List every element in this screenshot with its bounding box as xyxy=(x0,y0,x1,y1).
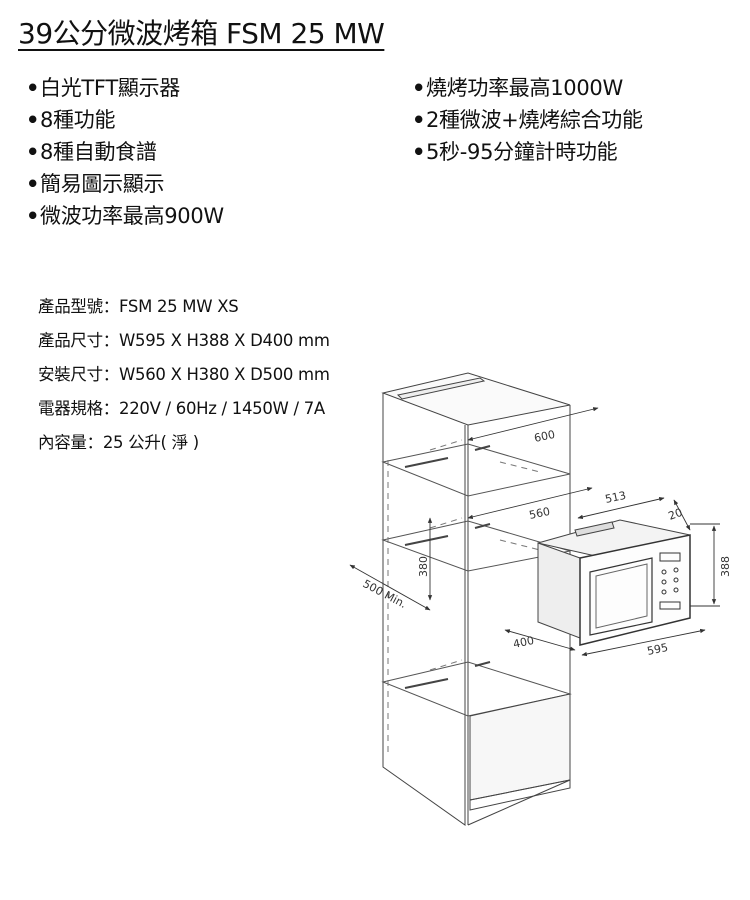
spec-capacity: 內容量：25 公升( 淨 ) xyxy=(38,426,330,460)
dim-label-400: 400 xyxy=(512,634,535,651)
microwave-display xyxy=(659,552,681,562)
cabinet-top-rail xyxy=(396,377,486,400)
spec-size: 產品尺寸：W595 X H388 X D400 mm xyxy=(38,324,330,358)
feature-item: •2種微波+燒烤綜合功能 xyxy=(412,104,643,136)
microwave-window xyxy=(589,557,653,636)
bullet: • xyxy=(412,140,426,164)
shelf-mid xyxy=(381,520,571,572)
installation-diagram: 600 560 513 20 380 388 500 Min. 400 595 xyxy=(349,372,732,826)
bullet: • xyxy=(412,108,426,132)
spec-value: W595 X H388 X D400 mm xyxy=(119,331,330,350)
feature-item: •8種功能 xyxy=(26,104,224,136)
spec-value: W560 X H380 X D500 mm xyxy=(119,365,330,384)
spec-label: 安裝尺寸： xyxy=(38,365,120,384)
feature-text: 2種微波+燒烤綜合功能 xyxy=(426,108,643,132)
bullet: • xyxy=(26,108,40,132)
spec-label: 產品型號： xyxy=(38,297,120,316)
feature-text: 微波功率最高900W xyxy=(40,204,224,228)
microwave-side xyxy=(537,542,581,639)
spec-label: 內容量： xyxy=(38,433,103,452)
feature-text: 白光TFT顯示器 xyxy=(40,76,180,100)
feature-list-left: •白光TFT顯示器 •8種功能 •8種自動食譜 •簡易圖示顯示 •微波功率最高9… xyxy=(26,72,224,232)
spec-value: FSM 25 MW XS xyxy=(119,297,239,316)
feature-item: •白光TFT顯示器 xyxy=(26,72,224,104)
feature-text: 燒烤功率最高1000W xyxy=(426,76,623,100)
spec-value: 220V / 60Hz / 1450W / 7A xyxy=(119,399,325,418)
cabinet-left-side xyxy=(382,393,466,826)
feature-text: 5秒-95分鐘計時功能 xyxy=(426,140,618,164)
feature-item: •5秒-95分鐘計時功能 xyxy=(412,136,643,168)
bullet: • xyxy=(26,204,40,228)
shelf-upper xyxy=(381,443,571,497)
feature-text: 簡易圖示顯示 xyxy=(40,172,165,196)
spec-install-size: 安裝尺寸：W560 X H380 X D500 mm xyxy=(38,358,330,392)
bullet: • xyxy=(412,76,426,100)
dim-label-380: 380 xyxy=(417,556,430,577)
spec-label: 產品尺寸： xyxy=(38,331,120,350)
spec-label: 電器規格： xyxy=(38,399,120,418)
feature-item: •8種自動食譜 xyxy=(26,136,224,168)
feature-list-right: •燒烤功率最高1000W •2種微波+燒烤綜合功能 •5秒-95分鐘計時功能 xyxy=(412,72,643,168)
spec-model: 產品型號：FSM 25 MW XS xyxy=(38,290,330,324)
microwave-front xyxy=(579,534,691,646)
spec-value: 25 公升( 淨 ) xyxy=(102,433,199,452)
feature-text: 8種自動食譜 xyxy=(40,140,157,164)
bullet: • xyxy=(26,172,40,196)
dim-label-388: 388 xyxy=(719,556,732,577)
spec-list: 產品型號：FSM 25 MW XS 產品尺寸：W595 X H388 X D40… xyxy=(38,290,330,460)
bullet: • xyxy=(26,140,40,164)
dim-label-20: 20 xyxy=(667,506,685,523)
feature-text: 8種功能 xyxy=(40,108,116,132)
dim-label-560: 560 xyxy=(528,505,551,522)
bullet: • xyxy=(26,76,40,100)
page-title: 39公分微波烤箱 FSM 25 MW xyxy=(18,17,385,50)
dim-label-513: 513 xyxy=(604,489,627,506)
feature-item: •燒烤功率最高1000W xyxy=(412,72,643,104)
feature-item: •簡易圖示顯示 xyxy=(26,168,224,200)
feature-item: •微波功率最高900W xyxy=(26,200,224,232)
spec-electrical: 電器規格：220V / 60Hz / 1450W / 7A xyxy=(38,392,330,426)
dim-label-595: 595 xyxy=(646,641,669,658)
dim-label-600: 600 xyxy=(533,428,556,445)
